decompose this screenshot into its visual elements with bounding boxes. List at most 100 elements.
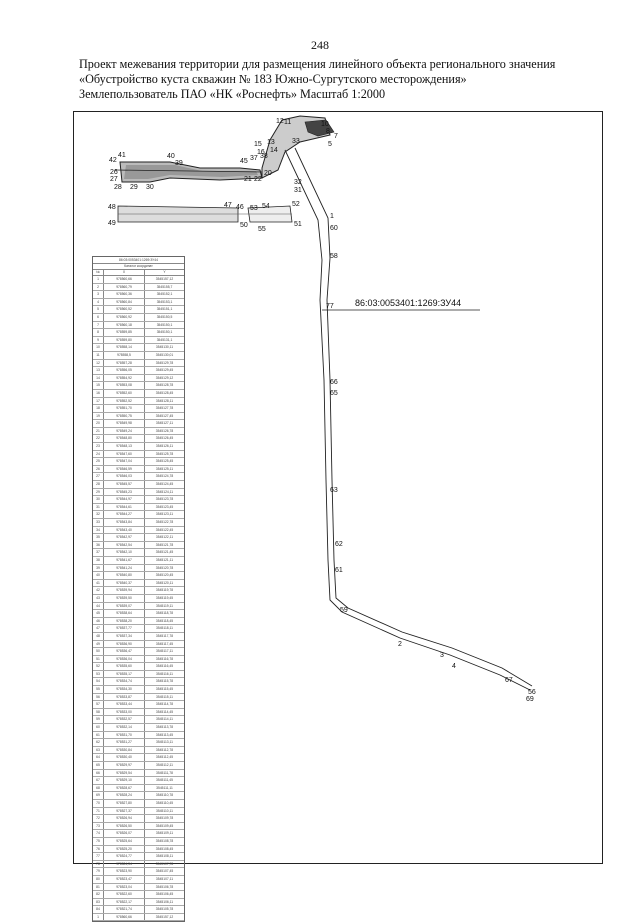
table-cell: 3545119,45 [155, 595, 174, 600]
table-cell: 48 [93, 632, 104, 640]
table-cell: 38 [93, 556, 104, 564]
table-cell: 25 [93, 458, 104, 465]
table-caption: 86:03:0053401:1269:ЗУ44 [93, 257, 184, 264]
table-cell: 978532,57 [104, 716, 145, 724]
table-cell: 3545112,78 [155, 747, 174, 752]
table-cell: 978560,79 [104, 283, 145, 291]
table-cell: 3545118,11 [156, 626, 173, 631]
table-cell: 5 [93, 306, 104, 313]
table-cell: 978523,47 [104, 875, 145, 883]
table-cell: 3545129,78 [155, 360, 174, 365]
table-cell: 3545124,11 [155, 489, 174, 494]
table-cell: 26 [93, 465, 104, 473]
table-cell: 58 [93, 708, 104, 716]
table-cell: 3545122,11 [155, 535, 174, 540]
table-cell: 978524,34 [104, 860, 145, 868]
table-cell: 3545120,11 [155, 580, 174, 585]
table-cell: 3545150,5 [156, 314, 173, 319]
table-cell: 978536,90 [104, 640, 145, 648]
table-cell: 978541,24 [104, 564, 145, 572]
point-label: 26 [110, 169, 118, 176]
table-cell: 3545109,45 [155, 823, 174, 828]
table-cell: 978534,74 [104, 678, 145, 686]
point-label: 53 [250, 205, 258, 212]
table-cell: 49 [93, 640, 104, 648]
table-cell: 24 [93, 450, 104, 458]
point-label: 29 [130, 184, 138, 191]
page-number: 248 [311, 38, 329, 52]
table-cell: 978542,97 [104, 534, 145, 541]
table-cell: 3545112,45 [155, 755, 174, 760]
table-cell: 3545119,78 [155, 588, 174, 593]
point-label: 16 [257, 149, 265, 156]
table-cell: 3545113,11 [156, 740, 173, 745]
point-label: 42 [109, 157, 117, 164]
point-label: 5 [328, 141, 332, 148]
table-cell: 3545118,45 [155, 618, 174, 623]
table-cell: 978524,77 [104, 853, 145, 860]
table-cell: 84 [93, 906, 104, 913]
table-cell: 3545110,45 [155, 800, 174, 805]
point-label: 50 [240, 222, 248, 229]
column-header: X [104, 270, 145, 275]
table-cell: 3545125,11 [155, 466, 174, 471]
table-cell: 42 [93, 587, 104, 594]
table-cell: 53 [93, 670, 104, 678]
table-cell: 35 [93, 534, 104, 541]
point-label: 8 [326, 128, 330, 135]
point-label: 59 [340, 607, 348, 614]
table-cell: 83 [93, 898, 104, 906]
table-cell: 978538,64 [104, 610, 145, 617]
table-cell: 978529,54 [104, 769, 145, 777]
table-cell: 3545114,11 [156, 717, 173, 722]
table-cell: 3545120,45 [155, 573, 174, 578]
table-cell: 67 [93, 777, 104, 784]
table-cell: 978544,27 [104, 511, 145, 518]
table-cell: 28 [93, 481, 104, 488]
table-cell: 21 [93, 427, 104, 435]
table-cell: 978556,05 [104, 367, 145, 374]
table-cell: 56 [93, 693, 104, 701]
table-cell: 63 [93, 746, 104, 754]
table-cell: 41 [93, 579, 104, 587]
table-cell: 13 [93, 367, 104, 374]
table-subcaption: Каталог координат [93, 264, 184, 270]
table-cell: 3545125,45 [155, 459, 174, 464]
table-cell: 978542,54 [104, 541, 145, 549]
table-cell: 19 [93, 412, 104, 420]
table-cell: 978554,92 [104, 374, 145, 382]
table-cell: 22 [93, 435, 104, 443]
point-label: 69 [526, 696, 534, 703]
table-cell: 17 [93, 397, 104, 405]
table-cell: 978529,97 [104, 762, 145, 769]
table-cell: 3545114,78 [155, 702, 174, 707]
table-cell: 978549,98 [104, 420, 145, 427]
point-label: 41 [118, 152, 126, 159]
table-cell: 978545,23 [104, 488, 145, 496]
table-cell: 44 [93, 602, 104, 610]
table-cell: 978547,60 [104, 450, 145, 458]
table-cell: 978546,59 [104, 465, 145, 473]
table-cell: 3545113,45 [155, 732, 174, 737]
table-cell: 978533,87 [104, 693, 145, 701]
table-cell: 11 [93, 351, 104, 359]
table-cell: 27 [93, 473, 104, 481]
table-cell: 3545114,45 [155, 709, 174, 714]
